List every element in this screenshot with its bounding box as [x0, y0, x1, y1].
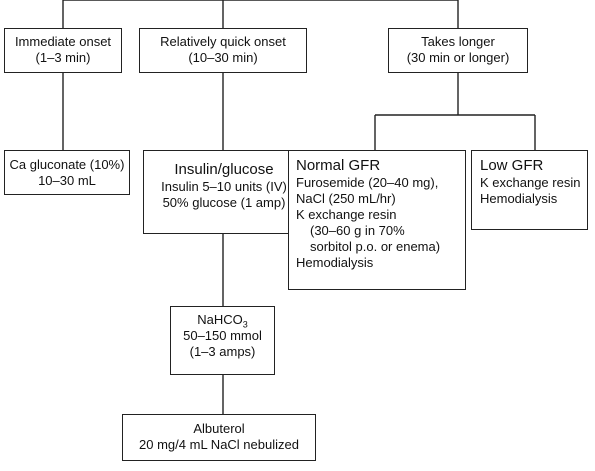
immediate-onset-label: Immediate onset [14, 34, 112, 49]
low-gfr-k-exchange-resin: K exchange resin [480, 175, 581, 190]
quick-onset-time: (10–30 min) [188, 50, 258, 65]
low-gfr-title: Low GFR [480, 157, 544, 174]
bicarbonate-amps: (1–3 amps) [189, 344, 256, 359]
calcium-gluconate-box: Ca gluconate (10%) 10–30 mL [4, 150, 130, 195]
takes-longer-box: Takes longer (30 min or longer) [388, 28, 528, 73]
quick-onset-label: Relatively quick onset [160, 34, 286, 49]
quick-onset-box: Relatively quick onset (10–30 min) [139, 28, 307, 73]
bicarbonate-name: NaHCO3 [197, 312, 248, 330]
low-gfr-box: Low GFR K exchange resin Hemodialysis [471, 150, 588, 230]
bicarbonate-box: NaHCO3 50–150 mmol (1–3 amps) [170, 306, 275, 375]
albuterol-name: Albuterol [193, 421, 245, 436]
k-exchange-resin-route: sorbitol p.o. or enema) [310, 239, 441, 254]
insulin-dose: Insulin 5–10 units (IV) [161, 179, 287, 194]
albuterol-dose: 20 mg/4 mL NaCl nebulized [139, 437, 299, 452]
immediate-onset-time: (1–3 min) [35, 50, 91, 65]
normal-gfr-box: Normal GFR Furosemide (20–40 mg), NaCl (… [288, 150, 466, 290]
calcium-gluconate-dose: 10–30 mL [38, 173, 96, 188]
hemodialysis-normal: Hemodialysis [296, 255, 374, 270]
glucose-dose: 50% glucose (1 amp) [162, 195, 286, 210]
furosemide-dose: Furosemide (20–40 mg), [296, 175, 439, 190]
insulin-glucose-box: Insulin/glucose Insulin 5–10 units (IV) … [143, 150, 305, 234]
k-exchange-resin-dose: (30–60 g in 70% [310, 223, 405, 238]
bicarbonate-subscript: 3 [242, 319, 248, 330]
takes-longer-time: (30 min or longer) [406, 50, 510, 65]
normal-gfr-title: Normal GFR [296, 157, 381, 174]
insulin-glucose-title: Insulin/glucose [174, 161, 274, 178]
albuterol-box: Albuterol 20 mg/4 mL NaCl nebulized [122, 414, 316, 461]
nacl-dose: NaCl (250 mL/hr) [296, 191, 396, 206]
k-exchange-resin-label: K exchange resin [296, 207, 397, 222]
bicarbonate-dose: 50–150 mmol [183, 328, 262, 343]
calcium-gluconate-name: Ca gluconate (10%) [9, 157, 125, 172]
low-gfr-hemodialysis: Hemodialysis [480, 191, 558, 206]
immediate-onset-box: Immediate onset (1–3 min) [4, 28, 122, 73]
takes-longer-label: Takes longer [421, 34, 495, 49]
